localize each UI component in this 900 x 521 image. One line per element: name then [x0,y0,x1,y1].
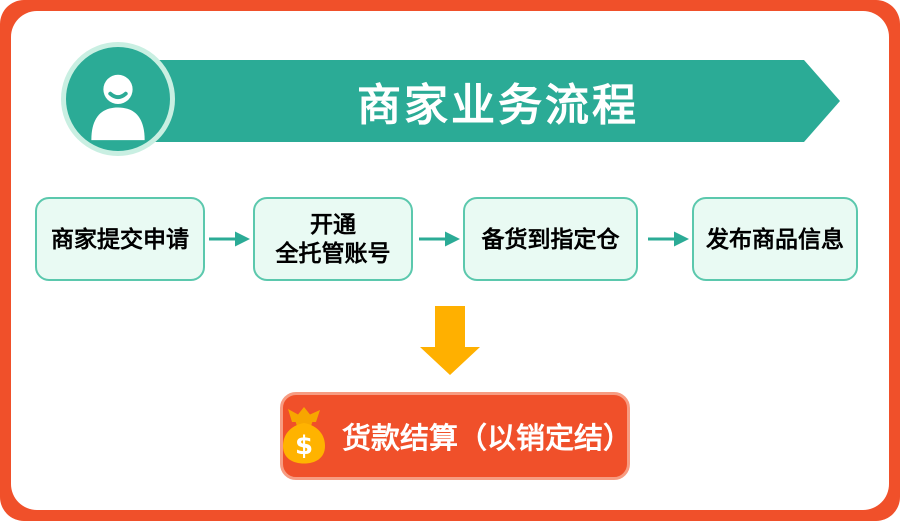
flow-step-submit-application: 商家提交申请 [35,197,205,281]
title-banner: 商家业务流程 [152,60,840,142]
avatar [61,42,175,156]
person-icon [91,74,145,141]
page-title: 商家业务流程 [357,81,639,130]
flow-step-stock-warehouse: 备货到指定仓 [463,197,638,281]
settlement-banner: $ 货款结算（以销定结） [280,392,633,480]
right-arrow-icon [419,231,460,247]
flow-step-publish-products: 发布商品信息 [692,197,858,281]
right-arrow-icon [209,231,250,247]
flow-step-open-account: 开通 全托管账号 [253,197,413,281]
settlement-label: 货款结算（以销定结） [342,423,633,455]
svg-text:$: $ [295,431,313,461]
flow-step-label: 发布商品信息 [706,225,844,252]
down-arrow-icon [420,306,480,375]
right-arrow-icon [648,231,689,247]
flow-step-label: 开通 全托管账号 [275,211,391,266]
flow-step-label: 商家提交申请 [51,225,189,252]
money-bag-icon: $ [283,407,325,464]
flow-step-label: 备货到指定仓 [481,225,620,252]
